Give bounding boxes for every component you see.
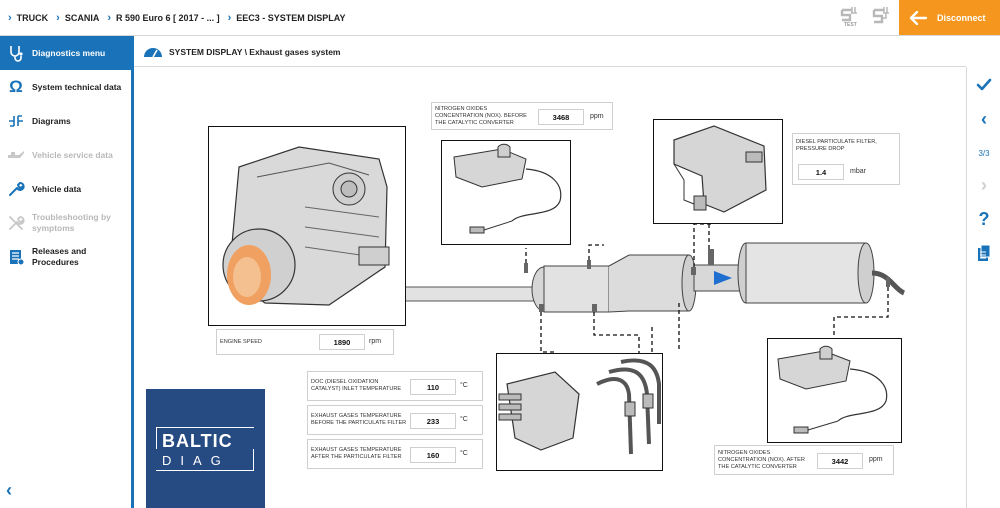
nox-before-value: 3468 xyxy=(538,109,584,125)
sidebar-item-releases-procedures[interactable]: Releases and Procedures xyxy=(0,240,131,274)
chevron-right-icon: › xyxy=(8,12,12,24)
help-icon[interactable]: ? xyxy=(978,208,990,229)
right-rail: ‹ 3/3 › ? xyxy=(966,67,1000,508)
test-mode-icon[interactable]: TEST xyxy=(838,6,862,30)
confirm-check-icon[interactable] xyxy=(967,73,1000,97)
sidebar-item-diagrams[interactable]: Diagrams xyxy=(0,104,131,138)
sidebar-item-vehicle-data[interactable]: Vehicle data xyxy=(0,172,131,206)
temp-before-dpf-reading: EXHAUST GASES TEMPERATURE BEFORE THE PAR… xyxy=(307,405,483,435)
disconnect-button[interactable]: Disconnect xyxy=(899,0,1000,35)
temp-after-dpf-value: 160 xyxy=(410,447,456,463)
previous-page-icon[interactable]: ‹ xyxy=(981,108,987,129)
stethoscope-icon xyxy=(6,43,26,63)
temperature-sensors-illustration xyxy=(496,353,663,471)
back-chevron-icon[interactable]: ‹ xyxy=(6,480,12,500)
gauge-icon xyxy=(144,47,162,57)
sidebar-item-diagnostics-menu[interactable]: Diagnostics menu xyxy=(0,36,131,70)
plug-icon xyxy=(872,7,889,24)
tools-icon xyxy=(6,213,26,233)
nox-sensor-before-illustration xyxy=(441,140,571,245)
breadcrumb-item-model[interactable]: ›R 590 Euro 6 [ 2017 - ... ] xyxy=(107,12,220,24)
document-list-icon xyxy=(6,247,26,267)
next-page-icon[interactable]: › xyxy=(981,174,987,195)
document-icon[interactable] xyxy=(967,241,1000,265)
engine-speed-value: 1890 xyxy=(319,334,365,350)
nox-sensor-after-illustration xyxy=(767,338,902,443)
pressure-sensor-illustration xyxy=(653,119,783,224)
breadcrumb-item-make[interactable]: ›SCANIA xyxy=(56,12,100,24)
exhaust-pipe-illustration xyxy=(283,223,906,354)
doc-inlet-temp-reading: DOC (DIESEL OXIDATION CATALYST) INLET TE… xyxy=(307,371,483,401)
oil-can-icon xyxy=(6,145,26,165)
dpf-pressure-value: 1.4 xyxy=(798,164,844,180)
balticdiag-logo: BALTIC DIAG xyxy=(146,389,265,508)
page-title: SYSTEM DISPLAY \ Exhaust gases system xyxy=(169,46,341,57)
sidebar-item-troubleshooting[interactable]: Troubleshooting by symptoms xyxy=(0,206,131,240)
top-bar: ›TRUCK ›SCANIA ›R 590 Euro 6 [ 2017 - ..… xyxy=(0,0,1000,36)
page-indicator: 3/3 xyxy=(978,149,990,158)
temp-after-dpf-reading: EXHAUST GASES TEMPERATURE AFTER THE PART… xyxy=(307,439,483,469)
doc-inlet-temp-value: 110 xyxy=(410,379,456,395)
connection-icon[interactable] xyxy=(870,6,894,30)
nox-before-reading: NITROGEN OXIDES CONCENTRATION (NOX). BEF… xyxy=(431,102,613,130)
dpf-pressure-reading: DIESEL PARTICULATE FILTER, PRESSURE DROP… xyxy=(792,133,900,185)
sidebar: Diagnostics menu Ω System technical data… xyxy=(0,36,134,508)
breadcrumb: ›TRUCK ›SCANIA ›R 590 Euro 6 [ 2017 - ..… xyxy=(8,0,353,36)
temp-before-dpf-value: 233 xyxy=(410,413,456,429)
sidebar-item-vehicle-service-data[interactable]: Vehicle service data xyxy=(0,138,131,172)
engine-illustration xyxy=(208,126,406,326)
section-header: SYSTEM DISPLAY \ Exhaust gases system xyxy=(134,37,966,67)
engine-speed-reading: ENGINE SPEED 1890 rpm xyxy=(216,329,394,355)
circuit-icon xyxy=(6,111,26,131)
arrow-left-icon xyxy=(909,10,927,25)
nox-after-reading: NITROGEN OXIDES CONCENTRATION (NOX). AFT… xyxy=(714,445,894,475)
chevron-right-icon: › xyxy=(227,12,232,24)
breadcrumb-item-vehicle-type[interactable]: ›TRUCK xyxy=(8,12,49,24)
omega-icon: Ω xyxy=(9,77,23,96)
test-plug-icon xyxy=(840,7,857,22)
sidebar-item-system-technical-data[interactable]: Ω System technical data xyxy=(0,70,131,104)
chevron-right-icon: › xyxy=(107,12,112,24)
chevron-right-icon: › xyxy=(56,12,60,24)
breadcrumb-item-system[interactable]: ›EEC3 - SYSTEM DISPLAY xyxy=(227,12,346,24)
nox-after-value: 3442 xyxy=(817,453,863,469)
wrench-icon xyxy=(6,179,26,199)
exhaust-system-diagram: NITROGEN OXIDES CONCENTRATION (NOX). BEF… xyxy=(134,67,966,508)
